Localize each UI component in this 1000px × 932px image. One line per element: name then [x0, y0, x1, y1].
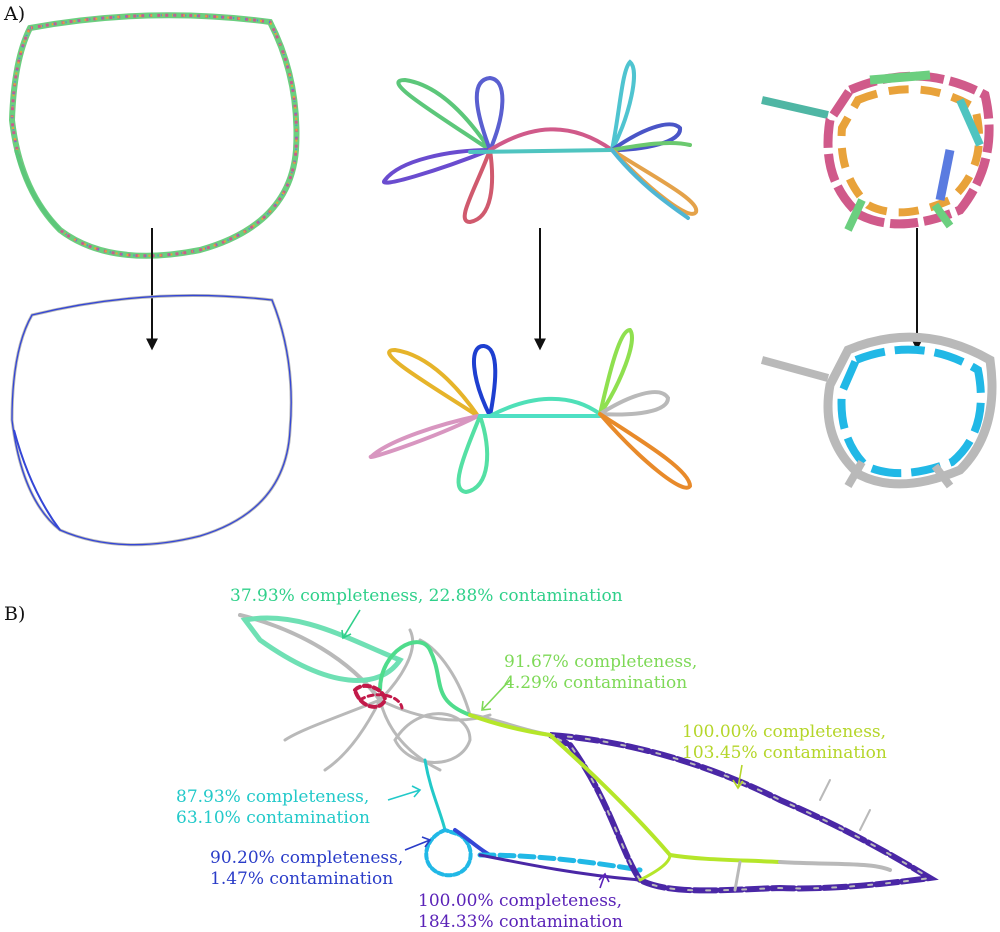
annotation-6-line-2: 184.33% contamination [418, 912, 623, 932]
annotation-2-line-2: 4.29% contamination [504, 673, 687, 693]
arrow-ann-4 [387, 789, 421, 801]
annotation-4-line-2: 63.10% contamination [176, 808, 370, 828]
annotation-6: 100.00% completeness, 184.33% contaminat… [418, 891, 623, 932]
graph-a1-before [8, 12, 300, 259]
annotation-6-line-1: 100.00% completeness, [418, 891, 622, 911]
annotation-1: 37.93% completeness, 22.88% contaminatio… [230, 586, 623, 606]
graph-a2-before [382, 59, 699, 225]
graph-b [238, 613, 939, 894]
graph-a3-before [761, 70, 994, 232]
panel-b-label: B) [4, 603, 25, 625]
annotation-3-line-2: 103.45% contamination [682, 743, 887, 763]
annotation-1-line-1: 37.93% completeness, 22.88% contaminatio… [230, 586, 623, 606]
annotation-3: 100.00% completeness, 103.45% contaminat… [682, 722, 887, 763]
arrow-ann-5 [404, 839, 431, 851]
annotation-5: 90.20% completeness, 1.47% contamination [210, 848, 403, 889]
annotation-4-line-1: 87.93% completeness, [176, 787, 369, 807]
arrow-ann-6 [599, 873, 606, 889]
arrow-ann-1 [342, 609, 361, 639]
annotation-arrows [341, 609, 744, 889]
graph-a3-after [760, 332, 997, 489]
annotation-3-line-1: 100.00% completeness, [682, 722, 886, 742]
annotation-2: 91.67% completeness, 4.29% contamination [504, 652, 697, 693]
graph-a1-after [10, 293, 293, 547]
annotation-5-line-1: 90.20% completeness, [210, 848, 403, 868]
panel-a-label: A) [3, 3, 25, 25]
arrow-ann-2 [481, 679, 511, 711]
annotation-2-line-1: 91.67% completeness, [504, 652, 697, 672]
graph-a2-after [368, 327, 693, 495]
annotation-4: 87.93% completeness, 63.10% contaminatio… [176, 787, 370, 828]
arrow-ann-3 [737, 764, 743, 789]
annotation-5-line-2: 1.47% contamination [210, 869, 393, 889]
